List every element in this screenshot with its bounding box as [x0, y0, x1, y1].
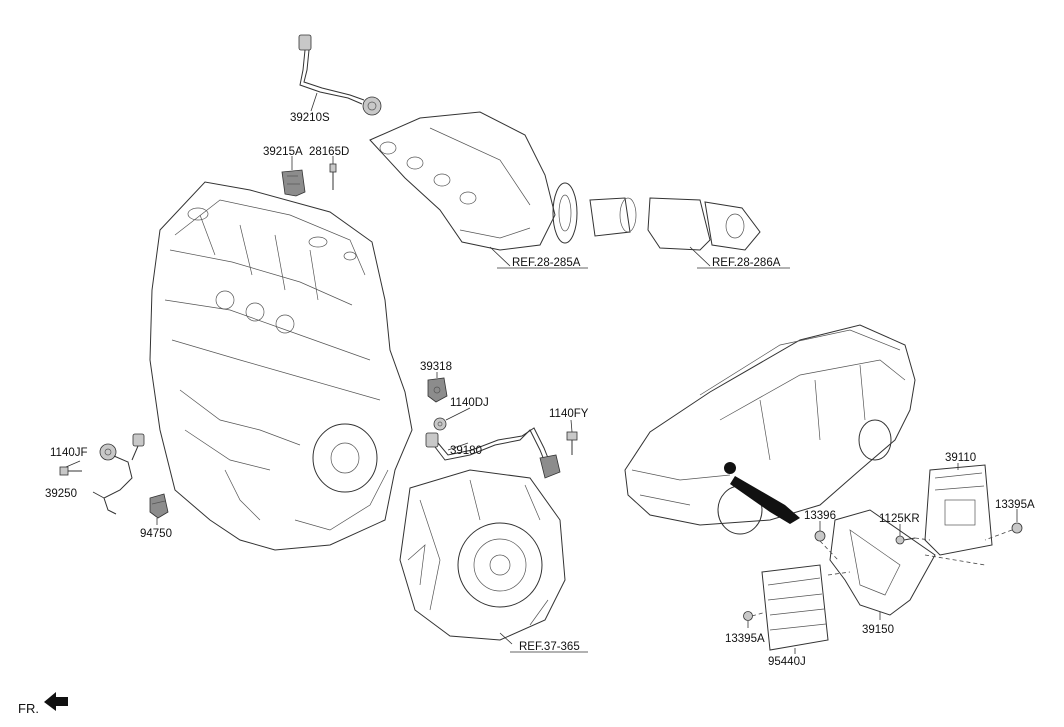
- front-direction-indicator: FR.: [18, 692, 68, 716]
- label-39110[interactable]: 39110: [945, 452, 976, 464]
- front-arrow-icon: [44, 692, 68, 711]
- cam-sensor-39318: [427, 377, 448, 403]
- nut-13395a-left: [743, 611, 753, 621]
- transaxle: [399, 469, 566, 641]
- leader-lines: [65, 92, 1018, 654]
- label-39180[interactable]: 39180: [450, 445, 482, 457]
- label-13395a-left[interactable]: 13395A: [725, 633, 765, 645]
- oil-sensor-94750: [149, 493, 169, 519]
- label-1140jf[interactable]: 1140JF: [50, 447, 88, 459]
- o2-sensor-upper: [298, 34, 382, 116]
- ref-transaxle-link[interactable]: REF.37-365: [519, 641, 580, 653]
- ecm-location-arrow: [730, 476, 800, 524]
- label-13395a-right[interactable]: 13395A: [995, 499, 1035, 511]
- nut-13395a-right: [1011, 522, 1023, 534]
- part-labels: 39210S 39215A 28165D REF.28-285A REF.28-…: [45, 112, 1035, 668]
- label-28165d[interactable]: 28165D: [309, 146, 349, 158]
- label-39210s[interactable]: 39210S: [290, 112, 330, 124]
- label-1140fy[interactable]: 1140FY: [549, 408, 589, 420]
- label-1140dj[interactable]: 1140DJ: [450, 397, 489, 409]
- label-39215a[interactable]: 39215A: [263, 146, 303, 158]
- vehicle-silhouette: [624, 324, 916, 535]
- label-94750[interactable]: 94750: [140, 528, 172, 540]
- engine-block: [149, 181, 413, 551]
- exhaust-manifold: [369, 111, 578, 251]
- nut-13396: [814, 530, 826, 542]
- ref-catalytic-link[interactable]: REF.28-286A: [712, 257, 781, 269]
- label-39250[interactable]: 39250: [45, 488, 77, 500]
- front-label: FR.: [18, 701, 39, 716]
- bolt-1140dj: [433, 417, 447, 431]
- ecm-39110: [924, 464, 993, 556]
- bracket-39215a: [281, 169, 306, 197]
- label-13396[interactable]: 13396: [804, 510, 836, 522]
- tcm-95440j: [761, 564, 829, 651]
- bolt-1125kr: [895, 535, 916, 545]
- crank-sensor-39180: [425, 427, 561, 479]
- ref-exhaust-manifold-link[interactable]: REF.28-285A: [512, 257, 581, 269]
- bolt-28165d: [329, 163, 337, 190]
- label-95440j[interactable]: 95440J: [768, 656, 806, 668]
- label-39150[interactable]: 39150: [862, 624, 894, 636]
- bolt-1140jf: [59, 466, 82, 476]
- bolt-1140fy: [566, 431, 578, 455]
- knock-sensor-39250: [99, 433, 145, 515]
- ecm-location-dot: [724, 462, 736, 474]
- ecm-bracket-39150: [829, 509, 936, 616]
- label-39318[interactable]: 39318: [420, 361, 452, 373]
- label-1125kr[interactable]: 1125KR: [879, 513, 920, 525]
- catalytic-converter: [589, 197, 761, 251]
